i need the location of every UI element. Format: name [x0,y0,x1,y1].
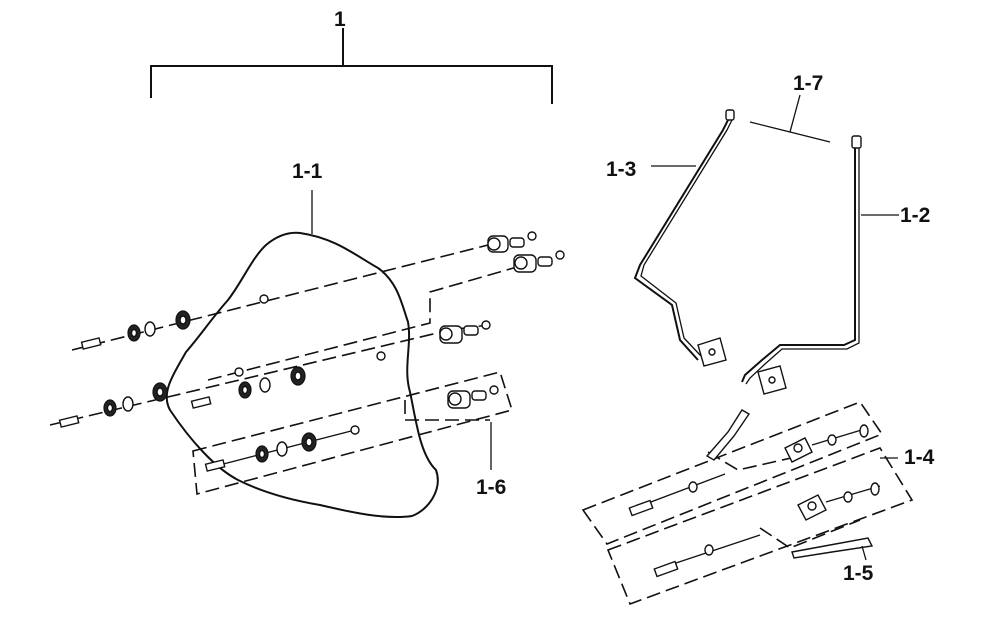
label-1: 1 [334,8,346,31]
label-1-5: 1-5 [843,562,874,585]
pipe-1-3 [633,109,735,367]
cable-a-bushings [80,310,191,350]
cable-set-group-1-1 [49,190,565,519]
label-1-4: 1-4 [904,446,935,469]
pipe-1-2 [741,135,899,395]
label-1-7: 1-7 [793,72,823,95]
cable-d-bushings [58,382,168,428]
label-1-2: 1-2 [900,204,930,227]
cable-b-end-fitting [513,250,565,273]
cable-c-end-fitting [439,320,491,344]
cable-c-bushings [190,366,306,409]
linkage-group-1-4 [581,401,898,545]
cable-group-1-6 [192,371,514,496]
outline-1-1 [165,231,439,519]
label-1-6: 1-6 [476,476,506,499]
pointer-1-7 [749,94,831,143]
linkage-group-lower [606,447,914,606]
label-1-3: 1-3 [606,158,636,181]
label-1-1: 1-1 [292,160,323,183]
cable-a-end-fitting [487,231,537,253]
assembly-bracket [150,28,553,104]
